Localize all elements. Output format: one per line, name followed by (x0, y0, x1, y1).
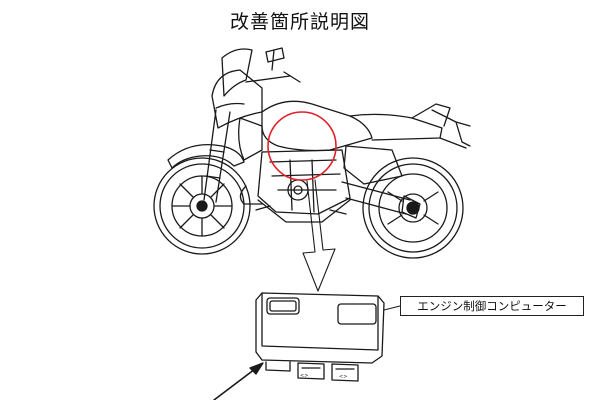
pointer-arrow (302, 179, 336, 292)
ecu-label-box: エンジン制御コンピューター (400, 296, 584, 316)
svg-text:<>: <> (339, 374, 347, 380)
diagram-title: 改善箇所説明図 (229, 11, 370, 33)
front-wheel (153, 157, 251, 255)
bottom-pointer-arrowhead (249, 362, 264, 375)
ecu-illustration: <> <> (255, 292, 401, 382)
highlight-circle (267, 111, 337, 181)
svg-text:<>: <> (300, 373, 308, 379)
bottom-pointer-line (213, 365, 260, 400)
rear-wheel (362, 157, 464, 259)
motorcycle-illustration (153, 47, 471, 259)
ecu-label: エンジン制御コンピューター (417, 299, 567, 313)
